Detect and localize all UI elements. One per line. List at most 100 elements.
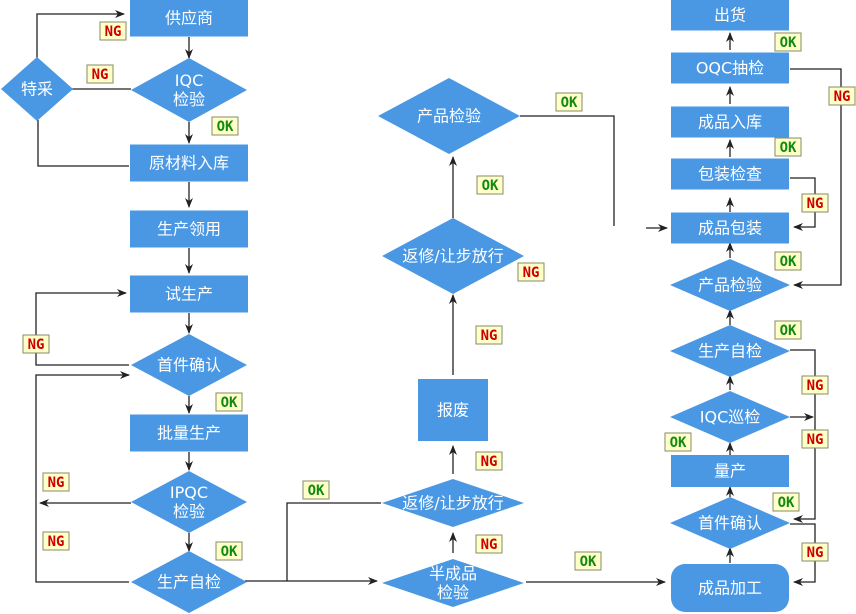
node-shape [130, 144, 248, 182]
node-label: 检验 [437, 583, 469, 602]
badge-background [801, 429, 829, 449]
badge-background [774, 32, 802, 52]
node-iqc-patrol: IQC巡检 [670, 391, 790, 443]
node-label: 量产 [714, 462, 746, 481]
node-shape [671, 106, 789, 138]
badge-label: NG [523, 265, 540, 281]
node-shape [131, 551, 247, 613]
node-label: 报废 [437, 401, 469, 420]
node-shape [670, 497, 790, 549]
ng-badge: NG [801, 542, 829, 562]
badge-label: OK [670, 435, 687, 451]
node-label: 成品包装 [698, 219, 762, 238]
badge-label: NG [105, 24, 122, 40]
node-shape [130, 0, 248, 37]
node-label: 成品入库 [698, 113, 762, 132]
badge-background [772, 492, 800, 512]
badge-label: OK [221, 544, 238, 560]
node-shape [131, 471, 247, 533]
node-trial-production: 试生产 [130, 275, 248, 313]
edge-oqc-inspect2 [790, 68, 842, 289]
ng-badge: NG [22, 334, 50, 354]
node-label: 批量生产 [157, 424, 221, 443]
node-shape [130, 210, 248, 248]
badge-label: NG [28, 337, 45, 353]
badge-background [574, 551, 602, 571]
node-self-check-1: 生产自检 [131, 551, 247, 613]
badge-label: NG [807, 545, 824, 561]
badge-background [211, 116, 239, 136]
node-shape [382, 479, 524, 527]
badge-label: NG [48, 534, 65, 550]
node-label: 生产自检 [157, 573, 221, 592]
node-shape [670, 391, 790, 443]
badge-label: NG [481, 537, 498, 553]
node-oqc: OQC抽检 [671, 52, 789, 84]
edges [35, 10, 842, 586]
badge-background [555, 92, 583, 112]
ok-badge: OK [476, 175, 504, 195]
badge-label: NG [834, 89, 851, 105]
badge-label: OK [221, 395, 238, 411]
badge-background [215, 392, 243, 412]
node-shape [131, 334, 247, 396]
node-label: 生产领用 [157, 220, 221, 239]
edge-special-supplier [36, 10, 125, 58]
node-label: IQC [175, 71, 203, 90]
node-shipment: 出货 [671, 0, 789, 31]
badge-background [801, 375, 829, 395]
node-rework-1: 返修/让步放行 [382, 479, 524, 527]
ok-badge: OK [774, 32, 802, 52]
badge-background [774, 137, 802, 157]
ng-badge: NG [801, 429, 829, 449]
node-shape [131, 58, 247, 122]
ok-badge: OK [555, 92, 583, 112]
badge-label: OK [217, 119, 234, 135]
badge-label: OK [780, 323, 797, 339]
badge-background [475, 534, 503, 554]
edge-special-raw [37, 120, 129, 167]
node-label: 检验 [173, 502, 205, 521]
node-shape [382, 218, 524, 294]
badge-label: OK [308, 483, 325, 499]
node-mass-production-1: 批量生产 [130, 414, 248, 452]
badge-label: OK [778, 495, 795, 511]
node-label: 生产自检 [698, 342, 762, 361]
edge-first1-trial [35, 289, 129, 366]
badge-background [476, 175, 504, 195]
node-shape [670, 325, 790, 377]
ng-badge: NG [801, 193, 829, 213]
ng-badge: NG [801, 375, 829, 395]
node-shape [418, 379, 488, 441]
badge-label: NG [481, 454, 498, 470]
node-label: 包装检查 [698, 165, 762, 184]
ok-badge: OK [302, 480, 330, 500]
node-shape [130, 414, 248, 452]
node-label: IPQC [170, 483, 208, 502]
node-material-issue: 生产领用 [130, 210, 248, 248]
node-label: 原材料入库 [149, 154, 229, 173]
node-self-check-2: 生产自检 [670, 325, 790, 377]
node-label: 首件确认 [698, 514, 762, 533]
node-mass-production-2: 量产 [671, 455, 789, 487]
node-shape [670, 259, 790, 311]
badge-background [86, 64, 114, 84]
node-label: 成品加工 [698, 579, 762, 598]
badge-background [42, 531, 70, 551]
node-label: 返修/让步放行 [402, 494, 503, 513]
badge-background [801, 542, 829, 562]
badge-background [475, 451, 503, 471]
node-label: 首件确认 [157, 356, 221, 375]
badge-label: NG [48, 475, 65, 491]
badge-background [42, 472, 70, 492]
ng-badge: NG [475, 451, 503, 471]
badge-label: NG [807, 432, 824, 448]
ng-badge: NG [42, 472, 70, 492]
ok-badge: OK [215, 541, 243, 561]
node-label: OQC抽检 [696, 59, 764, 78]
badge-label: OK [580, 554, 597, 570]
node-label: 检验 [173, 90, 205, 109]
badge-background [302, 480, 330, 500]
